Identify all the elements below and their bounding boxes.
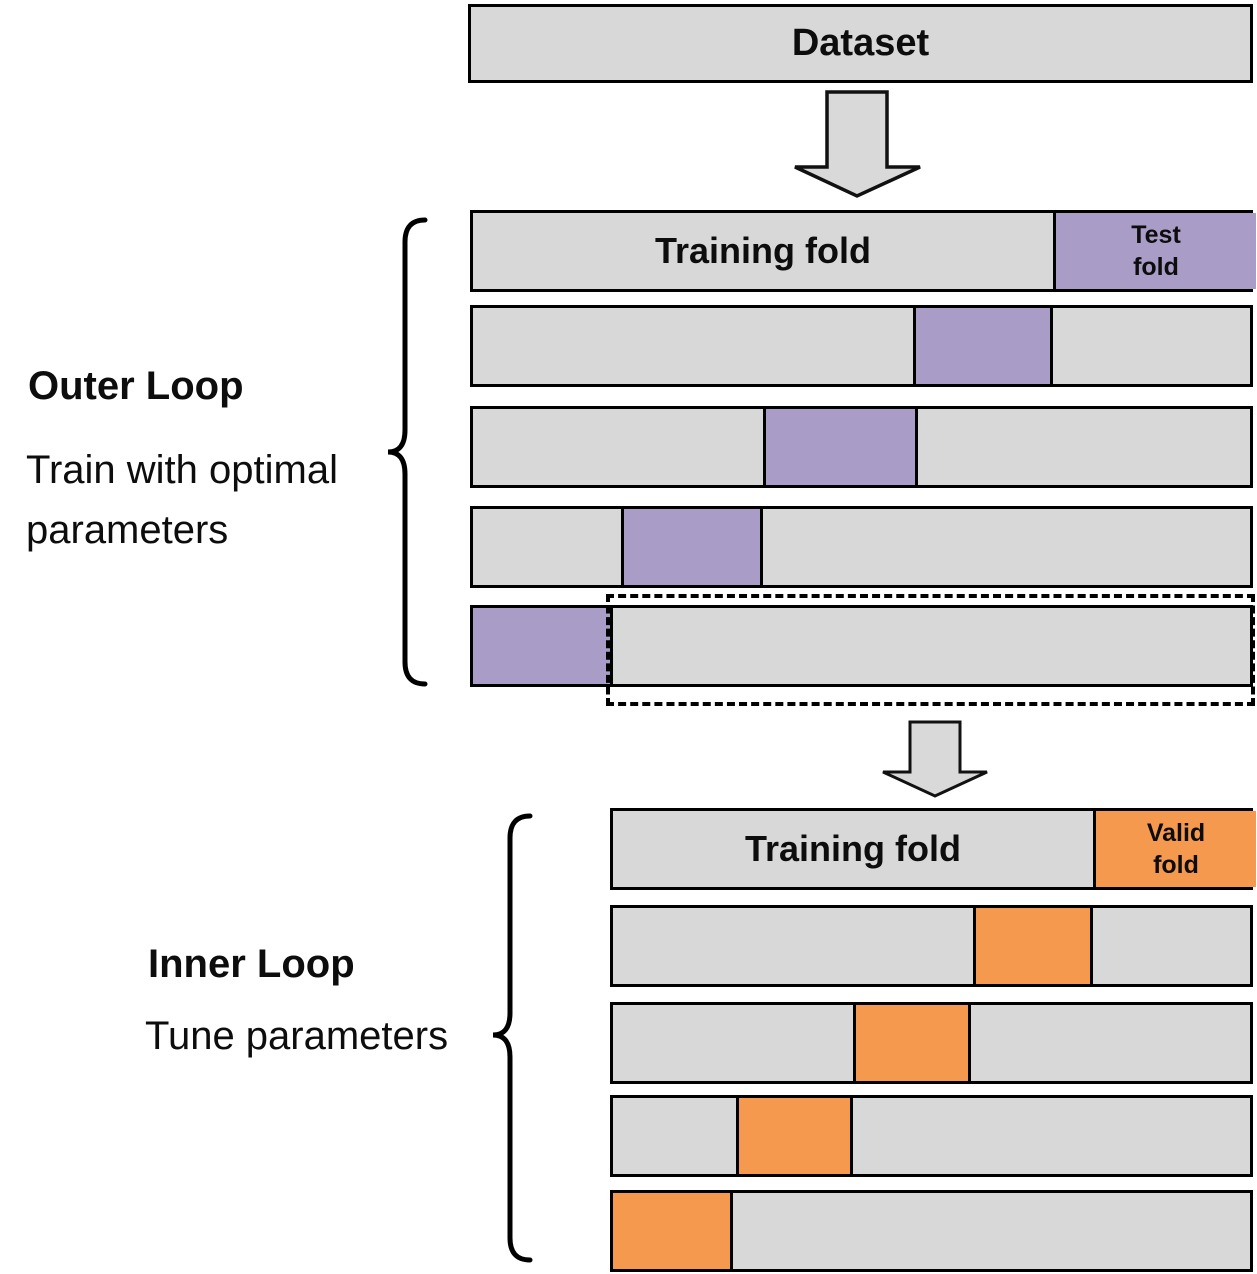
outer-training-fold-label: Training fold (655, 230, 871, 271)
outer-holdout-segment (913, 308, 1053, 384)
dataset-label: Dataset (791, 22, 930, 64)
inner-holdout-label-line1: Valid (1146, 818, 1206, 847)
outer-loop-subtitle-line1: Train with optimal (26, 448, 338, 492)
outer-loop-subtitle-line2: parameters (26, 508, 229, 552)
outer-fold-row-3 (470, 406, 1253, 488)
inner-loop-subtitle: Tune parameters (145, 1006, 448, 1066)
outer-fold-row-4 (470, 506, 1253, 588)
outer-loop-title: Outer Loop (28, 364, 244, 408)
inner-fold-row-5 (610, 1190, 1253, 1272)
outer-holdout-segment (621, 509, 763, 585)
outer-fold-row-5 (470, 605, 1253, 687)
inner-fold-row-4 (610, 1095, 1253, 1177)
outer-fold-row-1: Training fold Test fold (470, 210, 1256, 292)
inner-fold-row-3 (610, 1002, 1253, 1084)
outer-holdout-label-line1: Test (1131, 220, 1181, 249)
inner-holdout-segment (613, 1193, 733, 1269)
down-arrow-icon (882, 720, 988, 798)
outer-holdout-segment: Test fold (1053, 213, 1256, 289)
inner-holdout-segment (736, 1098, 853, 1174)
outer-holdout-segment (473, 608, 613, 684)
inner-holdout-segment: Valid fold (1093, 811, 1256, 887)
inner-fold-row-2 (610, 905, 1253, 987)
inner-holdout-label-line2: fold (1153, 851, 1199, 879)
inner-loop-title: Inner Loop (148, 942, 355, 986)
selected-training-fold-dashed-outline (606, 594, 1255, 706)
dataset-box: Dataset (468, 4, 1253, 83)
outer-holdout-label-line2: fold (1133, 253, 1179, 281)
inner-holdout-segment (853, 1005, 971, 1081)
outer-loop-subtitle: Train with optimal parameters (26, 440, 338, 560)
outer-holdout-segment (763, 409, 918, 485)
down-arrow-icon (794, 90, 921, 198)
inner-fold-row-1: Training fold Valid fold (610, 808, 1256, 890)
inner-loop-subtitle-line1: Tune parameters (145, 1014, 449, 1058)
inner-holdout-segment (973, 908, 1093, 984)
outer-loop-brace (387, 217, 428, 687)
inner-loop-brace (492, 813, 533, 1263)
outer-fold-row-2 (470, 305, 1253, 387)
inner-training-fold-label: Training fold (745, 828, 961, 869)
